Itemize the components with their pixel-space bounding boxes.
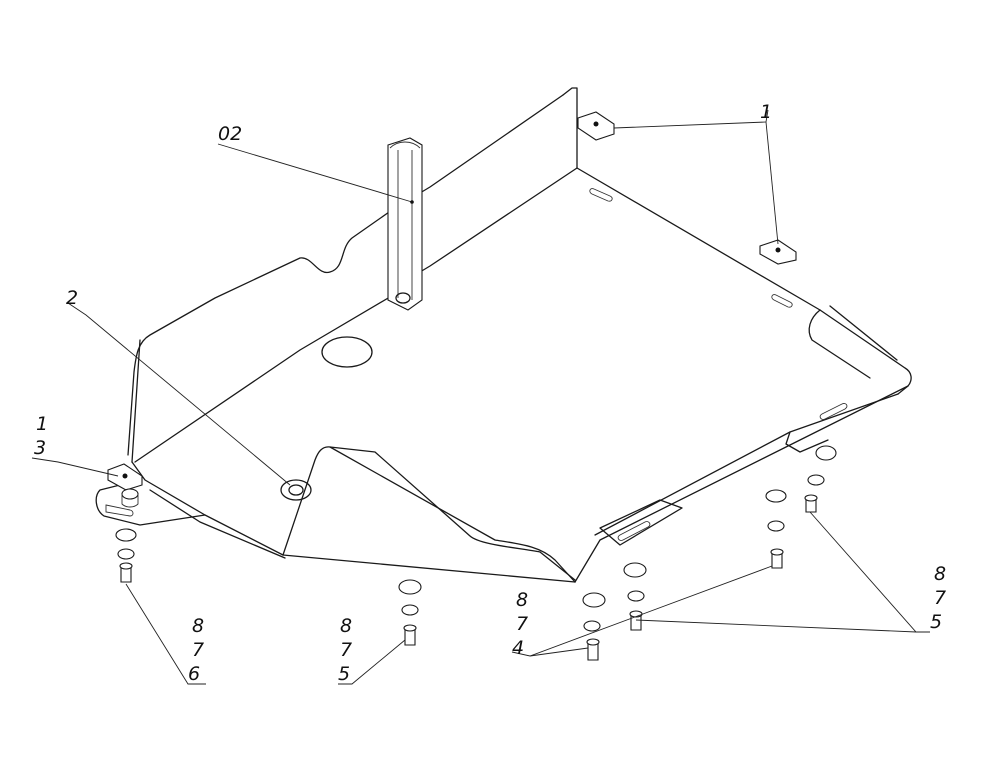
skid-plate	[95, 87, 912, 583]
callout-left-3: 3	[34, 437, 46, 459]
vertical-bracket	[387, 137, 423, 311]
fastener-stack-mid	[582, 592, 606, 661]
callout-mid-7: 7	[516, 613, 528, 635]
callout-bottom-center-5: 5	[338, 663, 350, 685]
leader-lines	[31, 109, 930, 685]
callout-right-8: 8	[934, 563, 946, 585]
fastener-stack-right-a	[765, 489, 787, 569]
fastener-stack-mid-right	[623, 562, 647, 631]
callout-bottom-left-6: 6	[188, 663, 200, 685]
callout-top-right-1: 1	[760, 101, 772, 123]
callout-bracket-02: 02	[218, 123, 242, 145]
callout-bottom-center-7: 7	[340, 639, 352, 661]
fastener-stack-right-b	[804, 445, 837, 513]
callout-bottom-left-7: 7	[192, 639, 204, 661]
callouts: 1 02 2 1 3 8 7 6 8 7 5 8 7 4 8 7 5	[34, 101, 946, 685]
callout-mid-4: 4	[512, 637, 524, 659]
callout-bottom-left-8: 8	[192, 615, 204, 637]
callout-right-5: 5	[930, 611, 942, 633]
callout-mid-8: 8	[516, 589, 528, 611]
callout-plug-2: 2	[66, 287, 78, 309]
callout-right-7: 7	[934, 587, 946, 609]
callout-left-1: 1	[36, 413, 48, 435]
fastener-stack-center	[398, 579, 422, 646]
callout-bottom-center-8: 8	[340, 615, 352, 637]
fastener-stack-left	[115, 528, 137, 583]
mounting-plate-left	[107, 463, 143, 508]
mounting-plate-top	[577, 111, 615, 141]
